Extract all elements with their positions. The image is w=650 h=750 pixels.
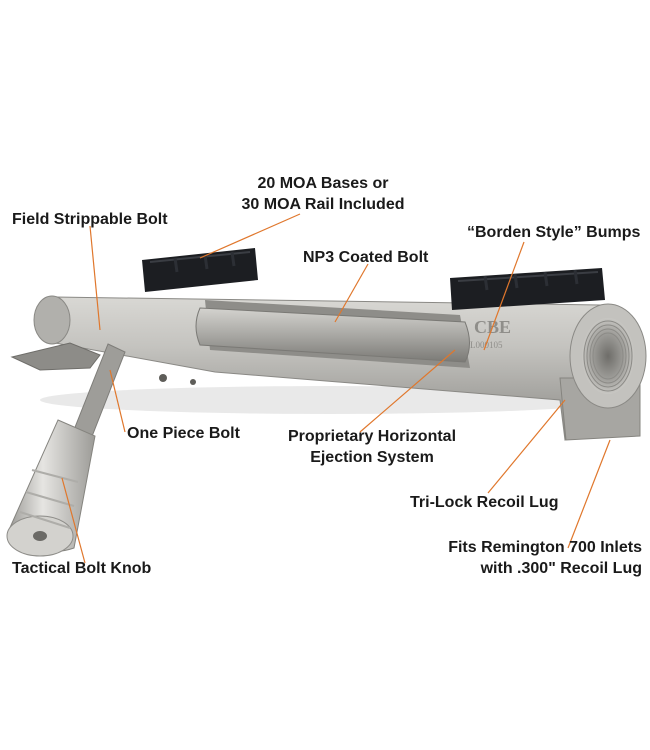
label-field-strippable-bolt: Field Strippable Bolt xyxy=(12,211,168,228)
leader-bolt-knob xyxy=(61,477,86,564)
label-remington-700: Fits Remington 700 Inlets with .300" Rec… xyxy=(418,537,642,579)
label-remington-line2: with .300" Recoil Lug xyxy=(480,560,642,577)
scope-base-front xyxy=(450,268,605,310)
label-moa-bases-line1: 20 MOA Bases or xyxy=(257,175,389,192)
label-moa-bases: 20 MOA Bases or 30 MOA Rail Included xyxy=(233,173,413,215)
label-tri-lock-recoil-lug: Tri-Lock Recoil Lug xyxy=(410,494,559,511)
label-one-piece-bolt: One Piece Bolt xyxy=(127,425,240,442)
tactical-bolt-knob xyxy=(6,419,96,557)
serial-engraving: L000105 xyxy=(470,340,503,350)
label-ejection-line2: Ejection System xyxy=(310,449,434,466)
label-moa-bases-line2: 30 MOA Rail Included xyxy=(241,196,405,213)
leader-lines xyxy=(61,213,611,564)
label-borden-bumps: “Borden Style” Bumps xyxy=(467,224,641,241)
leader-remington xyxy=(567,439,611,549)
label-tactical-bolt-knob: Tactical Bolt Knob xyxy=(12,560,152,577)
leader-one-piece-bolt xyxy=(109,369,126,433)
label-remington-line1: Fits Remington 700 Inlets xyxy=(448,539,642,556)
label-ejection-line1: Proprietary Horizontal xyxy=(287,428,457,445)
label-np3-coated-bolt: NP3 Coated Bolt xyxy=(303,249,429,266)
leader-moa-bases xyxy=(199,213,301,259)
label-ejection-system: Proprietary Horizontal Ejection System xyxy=(277,426,467,468)
leader-tri-lock xyxy=(487,399,566,494)
thread-rings xyxy=(583,320,633,392)
leader-np3-bolt xyxy=(334,263,369,323)
leader-ejection xyxy=(359,349,456,433)
leader-field-strippable xyxy=(89,225,101,331)
scope-base-rear xyxy=(142,248,258,292)
leader-borden-bumps xyxy=(483,241,525,351)
receiver: CBE L000105 xyxy=(10,295,647,441)
